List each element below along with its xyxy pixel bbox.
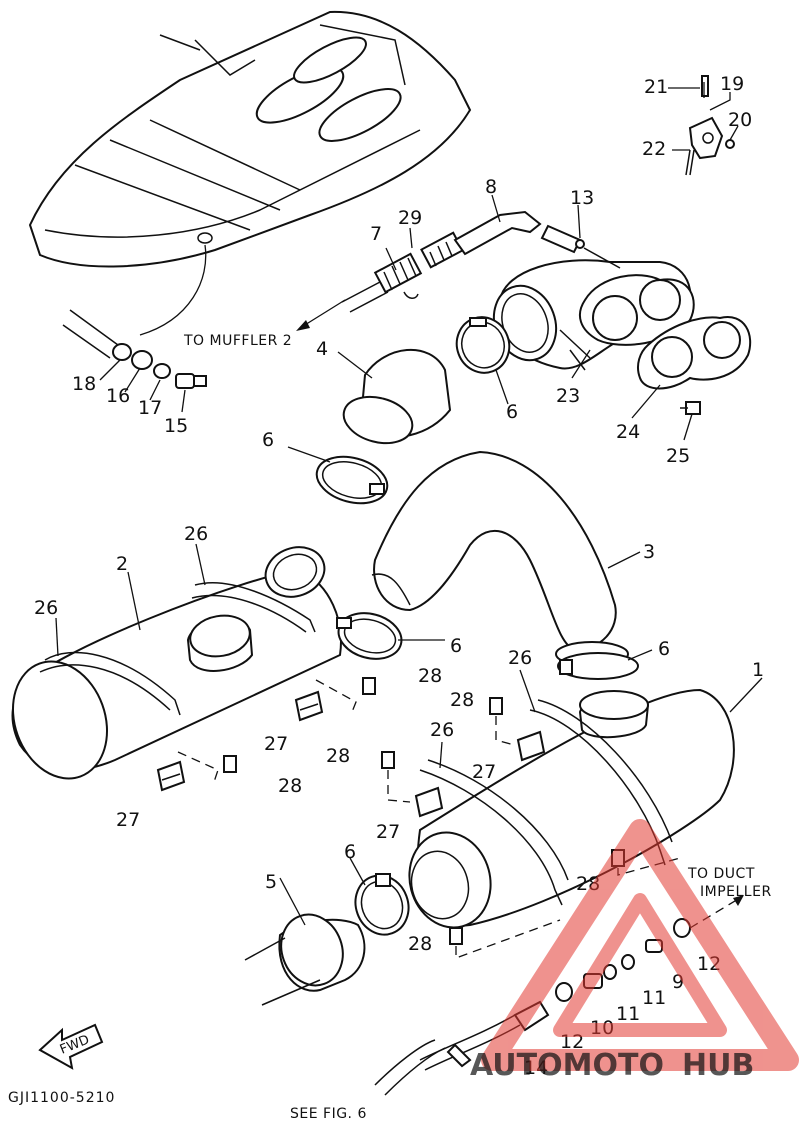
callout-26-b: 26 [34,597,58,619]
note-to-duct: TO DUCT [687,866,755,882]
callout-17: 17 [138,397,162,419]
callout-28-d: 28 [326,745,350,767]
clamp-6-lower [354,873,410,936]
callout-numbers: 1 2 3 4 5 6 6 6 6 6 7 8 9 10 11 11 12 12… [34,73,764,1079]
callout-1: 1 [752,659,764,681]
note-to-muffler: TO MUFFLER 2 [183,333,292,349]
callout-15: 15 [164,415,188,437]
callout-24: 24 [616,421,640,443]
clamp-6-muffler-inlet [336,612,403,660]
hose-3 [371,450,629,667]
bolt-25 [680,401,701,415]
pipe-5 [244,913,366,1006]
callout-13: 13 [570,187,594,209]
note-impeller: IMPELLER [700,884,772,900]
note-see-fig: SEE FIG. 6 [290,1106,367,1122]
clamp-6-right [557,652,639,680]
callout-27-d: 27 [376,821,400,843]
callout-6-a: 6 [506,401,518,423]
callout-6-e: 6 [344,841,356,863]
bracket-27-right-upper [516,730,546,762]
bolt-28-d [381,751,395,769]
callout-11-a: 11 [642,987,666,1009]
watermark-logo-text: AUTOMOTO HUB [470,1048,754,1083]
callout-27-c: 27 [472,761,496,783]
callout-29: 29 [398,207,422,229]
drawing-code: GJI1100-5210 [8,1090,115,1106]
callout-5: 5 [265,871,277,893]
callout-27-b: 27 [116,809,140,831]
callout-26-a: 26 [184,523,208,545]
watercraft-illustration [28,10,472,336]
bolt-28-b [223,755,237,773]
callout-23: 23 [556,385,580,407]
bolt-28-c [489,697,503,715]
callout-28-f: 28 [408,933,432,955]
leader-lines [55,82,763,926]
callout-22: 22 [642,138,666,160]
callout-19: 19 [720,73,744,95]
callout-2: 2 [116,553,128,575]
callout-11-b: 11 [616,1003,640,1025]
callout-4: 4 [316,338,328,360]
watermark-triangle-icon [481,819,799,1071]
bolt-28-f [449,927,463,945]
muffler-2 [11,546,342,780]
bolt-28-a [362,677,376,695]
callout-16: 16 [106,385,130,407]
callout-7: 7 [370,223,382,245]
callout-26-d: 26 [430,719,454,741]
watermark-part2: HUB [682,1048,754,1083]
fwd-arrow-icon: FWD [38,1023,104,1070]
automotohub-watermark [481,819,799,1071]
hose-18-assembly [62,309,207,389]
callout-6-d: 6 [658,638,670,660]
callout-27-a: 27 [264,733,288,755]
bracket-27-right-lower [414,786,444,818]
gasket-24 [637,316,752,390]
callout-6-b: 6 [262,429,274,451]
muffler-1 [408,688,735,929]
callout-28-a: 28 [418,665,442,687]
clamp-6-middle [315,455,389,505]
callout-18: 18 [72,373,96,395]
callout-26-c: 26 [508,647,532,669]
callout-21: 21 [644,76,668,98]
callout-28-c: 28 [450,689,474,711]
callout-25: 25 [666,445,690,467]
bracket-27-left-lower [156,760,186,792]
watermark-part1: AUTOMOTO [470,1048,664,1083]
callout-6-c: 6 [450,635,462,657]
callout-3: 3 [643,541,655,563]
callout-20: 20 [728,109,752,131]
callout-28-b: 28 [278,775,302,797]
callout-8: 8 [485,176,497,198]
clamp-6-top [455,316,511,374]
bracket-27-left-upper [294,690,324,722]
tube-4 [342,348,452,445]
